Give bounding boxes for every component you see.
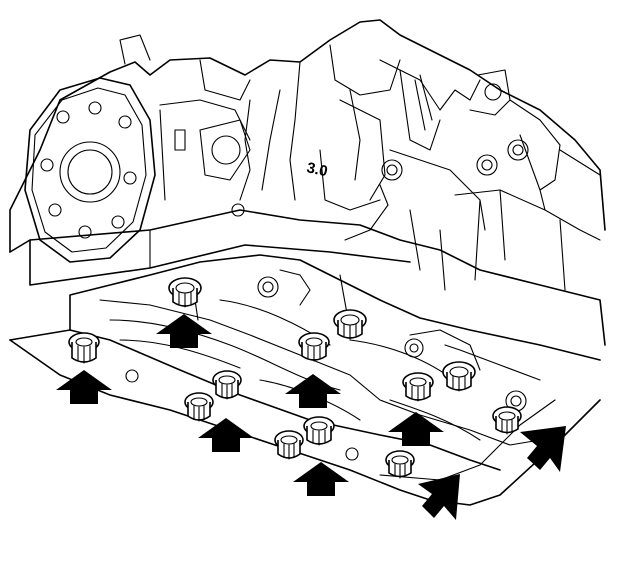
bolt-icon xyxy=(303,416,335,446)
bolt-icon xyxy=(274,430,304,460)
engine-block-upper xyxy=(9,19,606,291)
crankshaft-pulley-disc xyxy=(24,77,156,263)
engine-size-label: 3.0 xyxy=(305,159,329,180)
lower-crankcase-bedplate xyxy=(9,254,601,506)
bolt-icon xyxy=(298,332,330,362)
arrow-up-icon xyxy=(156,314,212,348)
arrow-diagonal-icon xyxy=(520,426,566,472)
bolt-icon xyxy=(385,450,415,479)
arrow-up-icon xyxy=(293,462,349,496)
bolt-group xyxy=(68,277,522,479)
arrow-group xyxy=(56,314,566,520)
bolt-icon xyxy=(184,392,214,422)
block-flange xyxy=(9,203,606,346)
arrow-up-icon xyxy=(285,374,341,408)
bolt-icon xyxy=(68,332,100,364)
bolt-icon xyxy=(212,370,242,400)
bolt-icon xyxy=(168,277,202,308)
bolt-icon xyxy=(402,372,434,402)
arrow-up-icon xyxy=(198,418,254,452)
arrow-up-icon xyxy=(56,370,112,404)
bolt-icon xyxy=(442,361,476,392)
bolt-icon xyxy=(492,406,522,435)
arrow-up-icon xyxy=(388,412,444,446)
arrow-diagonal-icon xyxy=(418,474,460,520)
bolt-icon xyxy=(333,309,367,340)
